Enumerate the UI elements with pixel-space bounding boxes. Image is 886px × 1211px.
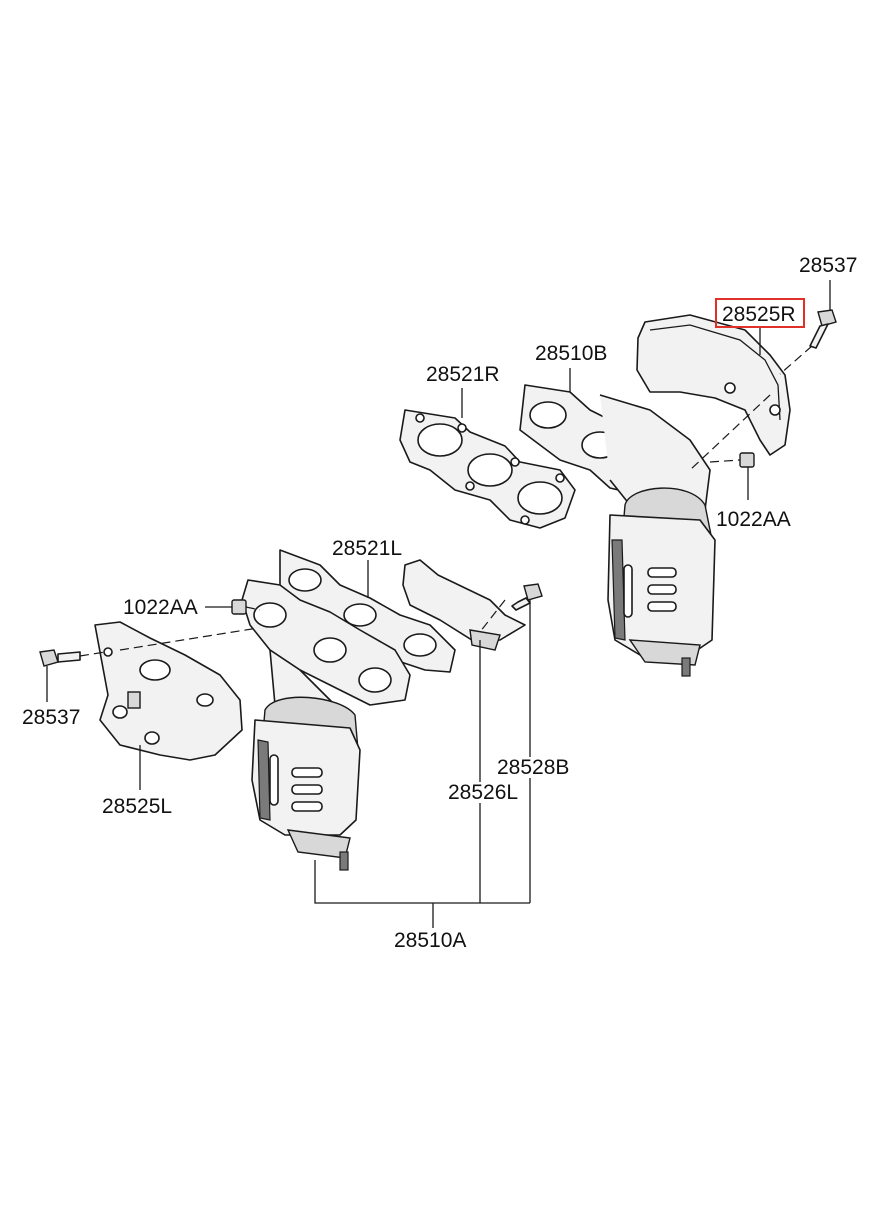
manifold-28510b bbox=[519, 384, 716, 677]
nut-1022aa-left bbox=[231, 599, 247, 615]
label-nut-1022aa-right: 1022AA bbox=[716, 508, 791, 531]
highlight-box bbox=[715, 298, 805, 328]
leader-lines bbox=[46, 280, 831, 928]
label-manifold-28510b: 28510B bbox=[535, 342, 607, 365]
bolt-28537-left bbox=[39, 649, 81, 667]
manifold-28510a bbox=[241, 579, 411, 871]
label-bracket-28526l: 28526L bbox=[448, 781, 518, 804]
label-gasket-28521l: 28521L bbox=[332, 537, 402, 560]
bolt-28528b bbox=[511, 583, 543, 611]
label-nut-1022aa-left: 1022AA bbox=[123, 596, 198, 619]
label-bolt-28537-right: 28537 bbox=[799, 254, 857, 277]
label-bolt-28537-left: 28537 bbox=[22, 706, 80, 729]
heat-shield-28525r bbox=[636, 314, 791, 456]
label-manifold-28510a: 28510A bbox=[394, 929, 466, 952]
bolt-28537-right bbox=[809, 309, 837, 349]
label-heat-shield-28525r: 28525R bbox=[722, 303, 796, 326]
nut-1022aa-right bbox=[739, 452, 755, 468]
label-bolt-28528b: 28528B bbox=[497, 756, 569, 779]
label-gasket-28521r: 28521R bbox=[426, 363, 500, 386]
bracket-28526l bbox=[402, 559, 526, 651]
gasket-28521l bbox=[279, 549, 456, 673]
heat-shield-28525l bbox=[94, 621, 243, 761]
label-heat-shield-28525l: 28525L bbox=[102, 795, 172, 818]
gasket-28521r bbox=[399, 409, 576, 529]
